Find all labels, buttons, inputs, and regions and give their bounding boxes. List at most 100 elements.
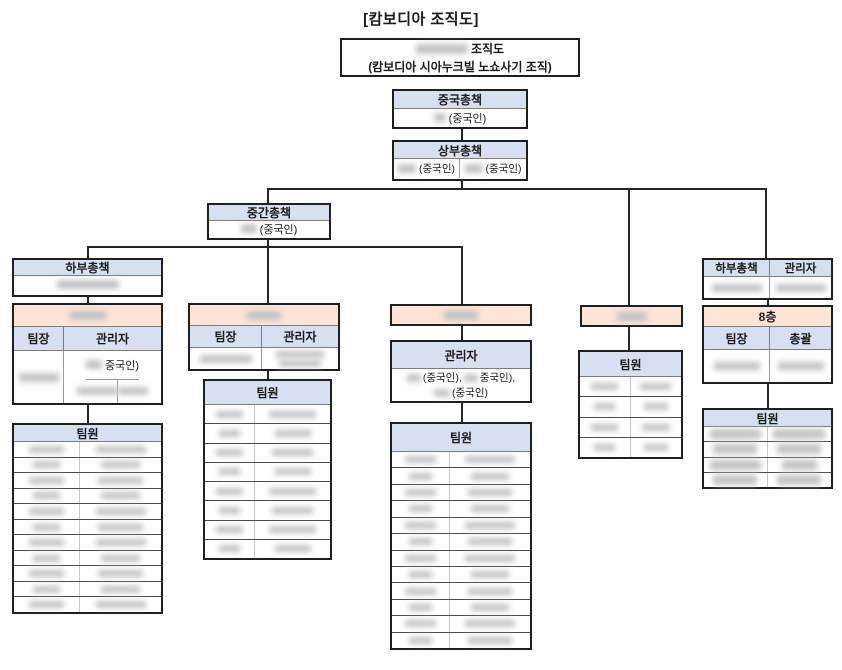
member-id-cell	[14, 442, 81, 457]
connector	[628, 188, 630, 306]
nationality-label: (중국인)	[259, 223, 298, 236]
redacted-name	[465, 456, 515, 464]
nationality-label: (중국인),	[422, 372, 462, 384]
member-name-cell	[255, 540, 330, 558]
redacted-name	[77, 387, 117, 396]
redacted-name	[95, 539, 146, 547]
member-name-cell	[255, 424, 330, 442]
lower-chief-header: 하부총책	[704, 260, 770, 277]
member-id-cell	[704, 472, 768, 487]
redacted-name	[219, 468, 240, 476]
redacted-name	[404, 521, 437, 529]
member-id-cell	[14, 504, 81, 519]
redacted-team-name	[444, 310, 478, 320]
member-name-cell	[450, 501, 530, 516]
member-name-cell	[631, 377, 682, 396]
member-id-cell	[392, 501, 450, 517]
member-id-cell	[392, 632, 450, 649]
member-row	[392, 483, 530, 501]
redacted-name	[32, 461, 61, 469]
redacted-name	[269, 410, 316, 418]
member-id-cell	[14, 566, 81, 581]
member-row	[14, 487, 161, 504]
node-title: 중국총책	[394, 91, 526, 109]
floor8-members: 팀원	[702, 408, 833, 489]
members-header: 팀원	[205, 381, 330, 405]
legend-box: 조직도 (캄보디아 시아누크빌 노쇼사기 조직)	[340, 38, 580, 77]
connector	[87, 246, 89, 259]
member-id-cell	[392, 616, 450, 632]
redacted-team-name	[69, 311, 106, 320]
redacted-name	[269, 526, 316, 534]
member-id-cell	[205, 443, 255, 462]
member-row	[392, 615, 530, 632]
connector	[267, 239, 269, 248]
connector	[87, 404, 89, 424]
member-name-cell	[80, 566, 161, 581]
connector	[461, 325, 463, 341]
redacted-name	[28, 570, 65, 578]
manager-header: 관리자	[64, 327, 161, 351]
member-id-cell	[205, 462, 255, 481]
node-china-chief: 중국총책 (중국인)	[392, 89, 528, 129]
legend-suffix: 조직도	[470, 42, 505, 56]
redacted-name	[643, 403, 668, 411]
redacted-name	[465, 521, 515, 529]
redacted-name	[713, 444, 758, 455]
member-name-cell	[450, 583, 530, 598]
member-row	[14, 456, 161, 473]
redacted-name	[408, 538, 433, 546]
redacted-name	[709, 429, 761, 440]
team1-table: 팀장 관리자 중국인)	[12, 303, 163, 405]
member-row	[392, 631, 530, 649]
member-name-cell	[80, 442, 161, 457]
redacted-name	[408, 604, 433, 611]
member-name-cell	[450, 468, 530, 483]
member-name-cell	[450, 518, 530, 533]
redacted-name	[465, 620, 515, 628]
redacted-name	[219, 429, 240, 437]
redacted-name	[216, 449, 243, 457]
member-id-cell	[580, 437, 631, 457]
member-row	[392, 549, 530, 566]
redacted-name	[28, 601, 65, 609]
member-row	[580, 436, 681, 457]
member-row	[704, 456, 831, 472]
member-id-cell	[14, 581, 81, 597]
redacted-name	[219, 545, 240, 553]
team3-members: 팀원	[390, 422, 532, 650]
redacted-name	[713, 362, 760, 370]
member-id-cell	[205, 520, 255, 539]
redacted-name	[463, 373, 478, 382]
nationality-label: (중국인)	[452, 387, 488, 399]
member-row	[392, 467, 530, 484]
node-title: 중간총책	[209, 205, 329, 221]
member-row	[14, 596, 161, 613]
member-row	[205, 423, 330, 443]
member-name-cell	[80, 582, 161, 597]
member-row	[205, 442, 330, 462]
members-header: 팀원	[392, 424, 530, 452]
redacted-name	[274, 468, 311, 476]
member-id-cell	[14, 473, 81, 488]
redacted-name	[279, 359, 321, 367]
member-row	[580, 416, 681, 437]
redacted-name	[276, 350, 324, 358]
redacted-name	[199, 354, 252, 363]
member-name-cell	[80, 551, 161, 566]
team3-manager: 관리자 (중국인), 중국인), (중국인)	[390, 340, 532, 403]
member-id-cell	[205, 482, 255, 501]
nationality-label: 중국인),	[479, 372, 516, 384]
nationality-label: (중국인)	[419, 163, 455, 175]
redacted-name	[713, 474, 758, 485]
redacted-name	[85, 360, 102, 370]
redacted-name	[470, 505, 510, 513]
team1-members: 팀원	[12, 423, 163, 614]
member-id-cell	[704, 442, 768, 457]
overall-header: 총괄	[770, 327, 831, 350]
redacted-name	[101, 554, 140, 562]
redacted-name	[240, 224, 257, 233]
redacted-name	[777, 362, 824, 370]
team4-members: 팀원	[578, 350, 683, 459]
connector	[461, 246, 463, 305]
